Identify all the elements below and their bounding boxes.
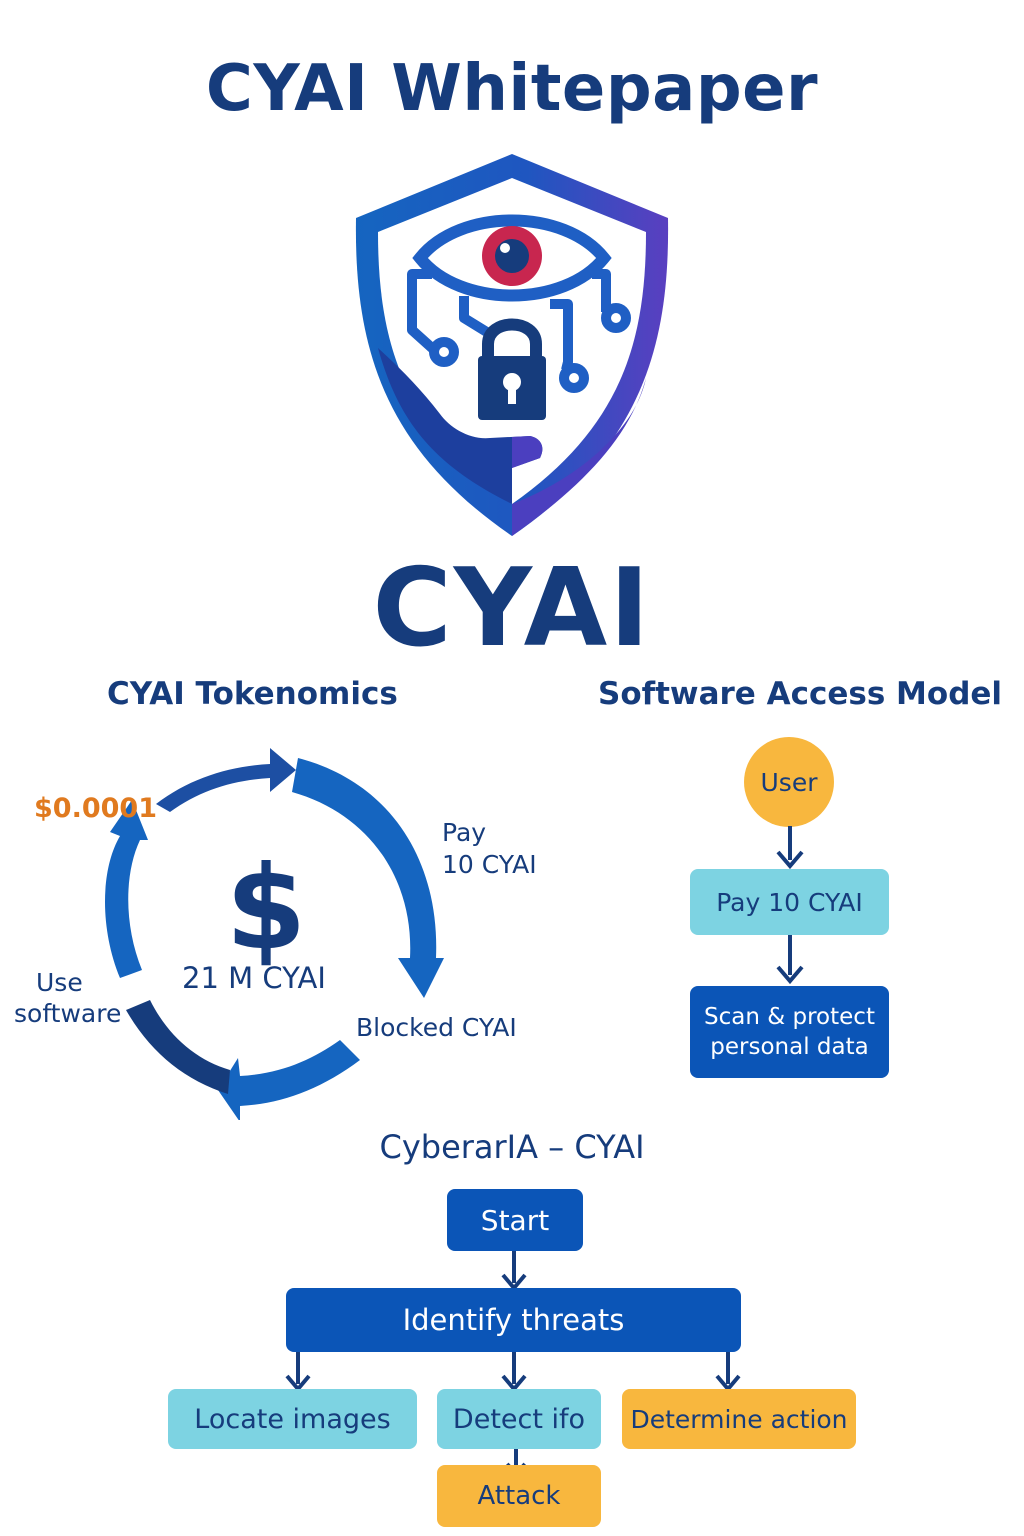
dollar-icon: $ [226,841,307,976]
scan-node: Scan & protect personal data [690,986,889,1078]
circuit-icon [407,269,631,393]
determine-node: Determine action [622,1389,856,1449]
page-title: CYAI Whitepaper [205,52,819,126]
detect-label: Detect ifo [452,1403,586,1435]
pay-label-line2: 10 CYAI [442,850,537,879]
determine-label: Determine action [630,1404,848,1434]
detect-node: Detect ifo [437,1389,601,1449]
eye-icon [412,214,612,302]
arrow-pay-scan [776,935,804,985]
cyai-logo [355,154,669,536]
padlock-icon [478,318,546,420]
total-supply-label: 21 M CYAI [182,961,326,995]
user-label: User [760,767,818,797]
arrows-identify-branches [285,1352,741,1392]
pay-node-label: Pay 10 CYAI [716,887,863,917]
logo-wordmark: CYAI [372,546,652,671]
flow-title: CyberarIA – CYAI [379,1128,645,1166]
user-node: User [744,737,834,827]
locate-label: Locate images [194,1403,391,1435]
start-node: Start [447,1189,583,1251]
hand-icon [378,348,646,536]
locate-node: Locate images [168,1389,417,1449]
scan-label-line1: Scan & protect [704,1004,875,1030]
use-label-line1: Use [36,968,83,997]
tokenomics-title: CYAI Tokenomics [107,676,398,712]
attack-node: Attack [437,1465,601,1527]
price-label: $0.0001 [34,793,157,824]
pay-node: Pay 10 CYAI [690,869,889,935]
identify-label: Identify threats [402,1303,625,1337]
token-cycle-diagram: $ [105,748,444,1120]
arrow-user-pay [776,826,804,870]
blocked-label: Blocked CYAI [356,1013,517,1042]
identify-node: Identify threats [286,1288,741,1352]
use-label-line2: software [14,999,122,1028]
pay-label-line1: Pay [442,818,487,847]
cycle-arrows [105,748,444,1120]
access-model-title: Software Access Model [598,676,1003,712]
arrow-start-identify [501,1251,527,1291]
scan-label-line2: personal data [710,1034,869,1060]
attack-label: Attack [477,1481,561,1511]
start-label: Start [480,1203,550,1237]
